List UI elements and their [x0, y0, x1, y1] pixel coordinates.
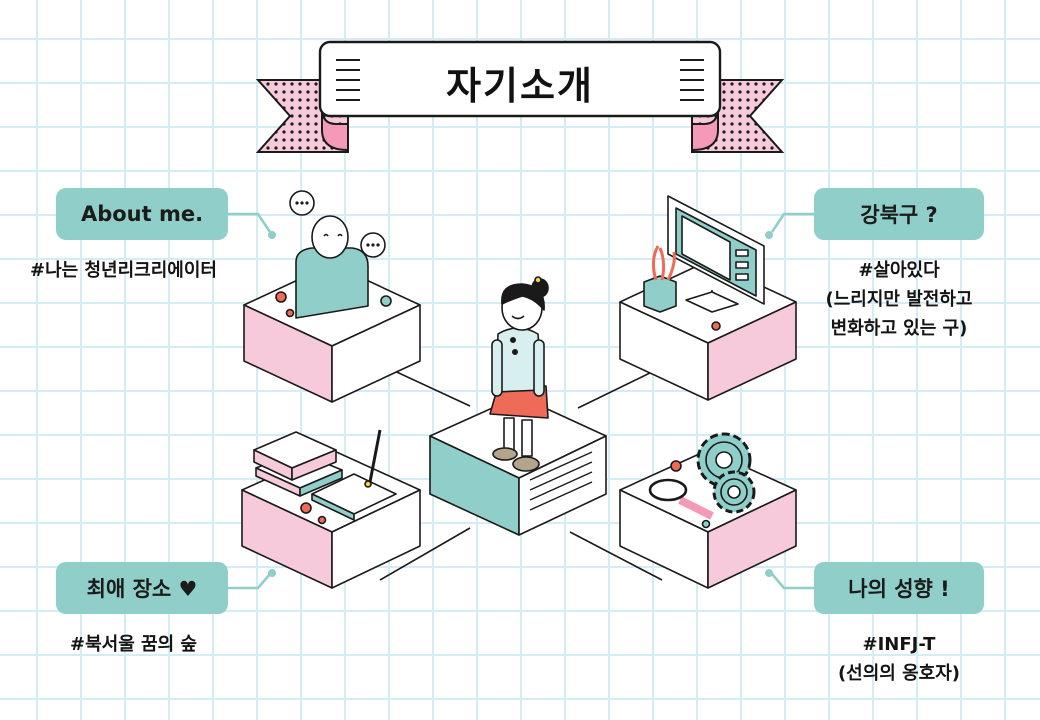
connector-lines: [379, 367, 663, 581]
personality-line: (선의의 옹호자): [837, 663, 961, 684]
title-ribbon: [255, 40, 785, 153]
personality-line: #INFJ-T: [862, 634, 936, 655]
page-title: 자기소개: [446, 63, 594, 108]
gangbuk-line: #살아있다: [858, 260, 940, 281]
block-about: [243, 190, 421, 403]
personality-caption: #INFJ-T (선의의 옹호자): [814, 630, 984, 688]
block-place: [241, 429, 421, 589]
gangbuk-caption: #살아있다 (느리지만 발전하고 변화하고 있는 구): [794, 256, 1004, 343]
gangbuk-line: (느리지만 발전하고: [825, 289, 973, 310]
girl-figure: [489, 276, 549, 472]
about-me-label: About me.: [56, 188, 228, 240]
block-gangbuk: [619, 195, 797, 401]
gangbuk-label: 강북구 ?: [814, 188, 984, 240]
favorite-place-line: #북서울 꿈의 숲: [70, 634, 197, 655]
gangbuk-line: 변화하고 있는 구): [830, 318, 968, 339]
pill-connectors: [228, 212, 814, 590]
about-me-caption: #나는 청년리크리에이터: [30, 256, 217, 285]
favorite-place-caption: #북서울 꿈의 숲: [70, 630, 197, 659]
about-me-line: #나는 청년리크리에이터: [30, 260, 217, 281]
favorite-place-label: 최애 장소 ♥: [56, 562, 228, 614]
block-center: [429, 395, 607, 536]
block-personality: [619, 432, 797, 589]
personality-label: 나의 성향 !: [814, 562, 984, 614]
